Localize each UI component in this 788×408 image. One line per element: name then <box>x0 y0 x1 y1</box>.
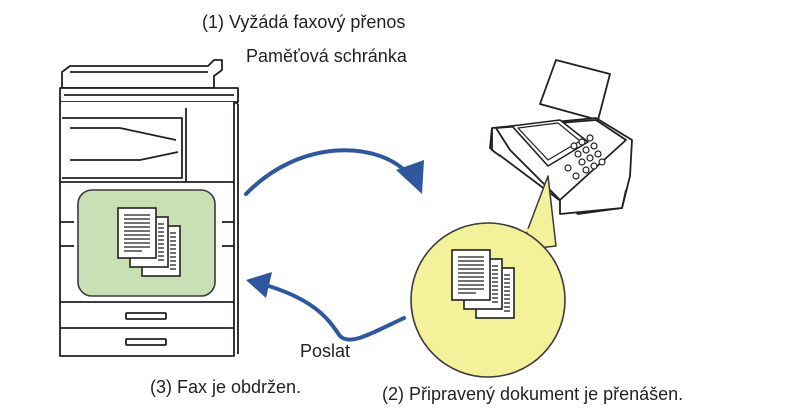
request-polling-label: (1) Vyžádá faxový přenos <box>202 12 406 32</box>
memory-box-label: Paměťová schránka <box>246 46 407 66</box>
arrow-icon <box>246 272 406 342</box>
fax-received-label: (3) Fax je obdržen. <box>150 377 302 397</box>
fax-machine-icon <box>489 59 633 215</box>
send-label: Poslat <box>300 341 351 361</box>
document-transmitted-label: (2) Připravený dokument je přenášen. <box>382 384 684 404</box>
arrow-icon <box>244 148 424 196</box>
fax-keypad <box>564 134 606 180</box>
